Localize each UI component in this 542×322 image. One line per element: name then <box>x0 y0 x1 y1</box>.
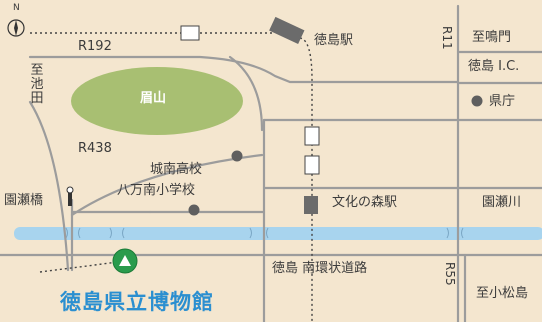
r55-label: R55 <box>443 262 457 286</box>
minamikanjo-label: 徳島 南環状道路 <box>272 261 368 276</box>
r438-label: R438 <box>78 141 112 156</box>
to-komatsushima-label: 至小松島 <box>476 286 529 301</box>
road-r192 <box>28 55 460 84</box>
jonan-high-marker <box>231 150 243 162</box>
river-bridges <box>65 227 464 239</box>
north-arrow-icon <box>7 19 25 37</box>
bunka-no-mori-station-label: 文化の森駅 <box>332 195 398 210</box>
rail-crossing-marker <box>304 155 320 175</box>
to-ikeda-label: 至池田 <box>30 63 44 106</box>
railways <box>30 32 313 322</box>
bunka-no-mori-station-block <box>304 196 318 214</box>
to-naruto-label: 至鳴門 <box>472 30 512 45</box>
sonose-river <box>14 227 542 240</box>
tokushima-station-block <box>269 16 305 45</box>
hachiman-elem-marker <box>188 204 200 216</box>
sonose-bridge-label: 園瀬橋 <box>4 193 44 208</box>
museum-access-path <box>39 261 119 273</box>
roads <box>0 4 542 322</box>
kencho-label: 県庁 <box>489 94 516 109</box>
r192-label: R192 <box>78 39 112 54</box>
museum-title: 徳島県立博物館 <box>60 290 214 314</box>
hachiman-elem-label: 八万南小学校 <box>117 183 196 198</box>
sonose-bridge-post <box>68 193 72 206</box>
compass-north-letter: N <box>13 3 20 13</box>
bizan-label: 眉山 <box>140 91 167 106</box>
rail-crossing-marker <box>304 126 320 146</box>
rail-crossing-marker <box>180 25 200 41</box>
tokushima-ic-label: 徳島 I.C. <box>468 59 520 74</box>
r11-label: R11 <box>440 26 454 50</box>
kencho-marker <box>471 95 483 107</box>
museum-icon-glyph <box>119 255 131 266</box>
jonan-high-label: 城南高校 <box>150 162 203 177</box>
sonose-river-label: 園瀬川 <box>482 195 522 210</box>
bizan-hill-area <box>71 67 243 135</box>
sonose-bridge-marker <box>66 186 74 194</box>
road-r438 <box>28 100 70 272</box>
tokushima-station-label: 徳島駅 <box>314 33 354 48</box>
